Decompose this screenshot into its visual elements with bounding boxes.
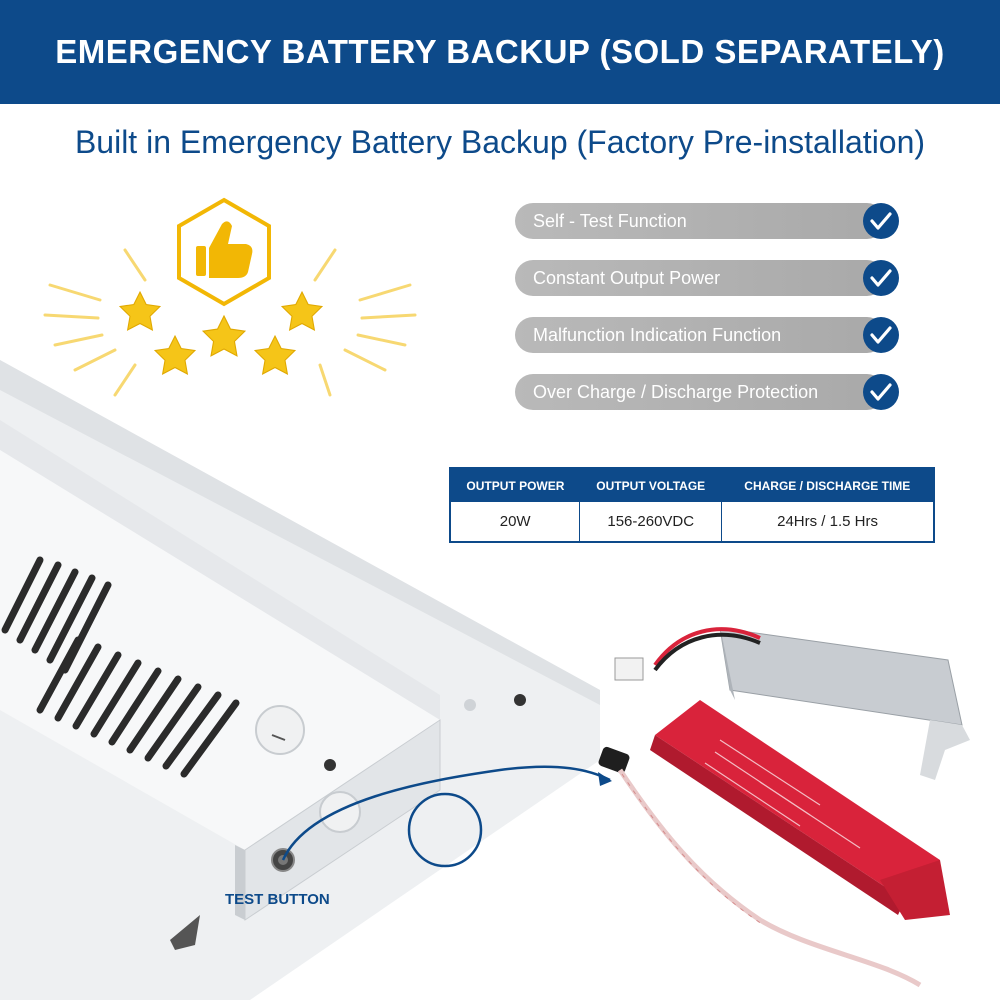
check-circle-icon [863, 374, 899, 410]
feature-item: Constant Output Power [515, 260, 905, 296]
rating-illustration [43, 197, 417, 397]
callout-loop [407, 792, 483, 868]
driver-module [650, 700, 950, 920]
callout-arrow [281, 765, 611, 861]
feature-pill: Constant Output Power [515, 260, 885, 296]
spec-value-charge-time: 24Hrs / 1.5 Hrs [721, 502, 934, 542]
check-circle-icon [863, 260, 899, 296]
star-icon [153, 334, 197, 375]
hexagon-badge [177, 197, 271, 307]
feature-item: Self - Test Function [515, 203, 905, 239]
feature-label: Over Charge / Discharge Protection [533, 381, 819, 402]
star-icon [253, 334, 297, 375]
page-title: EMERGENCY BATTERY BACKUP (SOLD SEPARATEL… [55, 33, 945, 70]
feature-pill: Malfunction Indication Function [515, 317, 885, 353]
spec-value-output-power: 20W [499, 513, 531, 530]
test-plug [598, 746, 922, 988]
feature-item: Malfunction Indication Function [515, 317, 905, 353]
feature-label: Malfunction Indication Function [533, 324, 782, 345]
star-icon [118, 290, 162, 331]
battery-module [614, 627, 970, 780]
feature-label: Constant Output Power [533, 267, 721, 288]
feature-label: Self - Test Function [533, 210, 687, 231]
feature-item: Over Charge / Discharge Protection [515, 374, 905, 410]
feature-pill: Self - Test Function [515, 203, 885, 239]
spec-header-charge-time: CHARGE / DISCHARGE TIME [721, 468, 934, 502]
spec-table: OUTPUT POWER OUTPUT VOLTAGE CHARGE / DIS… [449, 467, 935, 543]
spec-header-row: OUTPUT POWER OUTPUT VOLTAGE CHARGE / DIS… [450, 468, 934, 502]
spec-value-output-voltage: 156-260VDC [579, 502, 722, 542]
star-icon [201, 314, 247, 357]
light-fixture-housing [0, 360, 600, 1000]
spec-header-output-power: OUTPUT POWER [450, 468, 580, 502]
header-banner: EMERGENCY BATTERY BACKUP (SOLD SEPARATEL… [0, 0, 1000, 104]
spec-header-output-voltage: OUTPUT VOLTAGE [579, 468, 722, 502]
test-button-label: TEST BUTTON [225, 891, 330, 908]
star-icon [280, 290, 324, 331]
check-circle-icon [863, 317, 899, 353]
thumbs-up-icon [196, 221, 253, 278]
spec-value-row: 20W 156-260VDC 24Hrs / 1.5 Hrs [450, 502, 934, 542]
subtitle: Built in Emergency Battery Backup (Facto… [74, 124, 926, 160]
ray-lines [43, 248, 417, 397]
product-photo [0, 360, 970, 1000]
feature-list: Self - Test Function Constant Output Pow… [515, 203, 905, 431]
feature-pill: Over Charge / Discharge Protection [515, 374, 885, 410]
check-circle-icon [863, 203, 899, 239]
